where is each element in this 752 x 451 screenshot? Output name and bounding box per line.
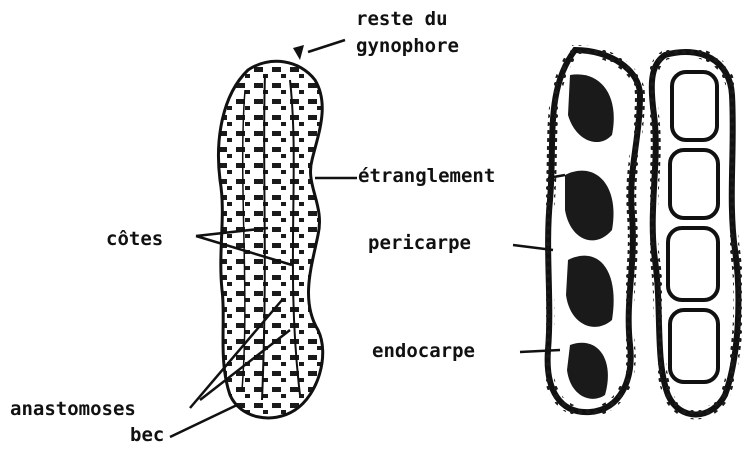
label-pericarpe: pericarpe [368, 232, 471, 255]
label-anastomoses: anastomoses [10, 398, 136, 421]
whole-pod-outline [218, 61, 322, 418]
leader-bec [170, 405, 237, 437]
label-cotes: côtes [106, 228, 163, 251]
label-etranglement: étranglement [358, 165, 495, 188]
gynophore-stub [293, 45, 304, 60]
open-pod-right-valve [652, 52, 739, 415]
label-reste-du: reste du [356, 8, 448, 31]
label-endocarpe: endocarpe [372, 340, 475, 363]
open-pod-left-valve [548, 50, 640, 412]
label-bec: bec [130, 424, 164, 447]
label-gynophore: gynophore [356, 35, 459, 58]
leader-gynophore [308, 40, 345, 52]
